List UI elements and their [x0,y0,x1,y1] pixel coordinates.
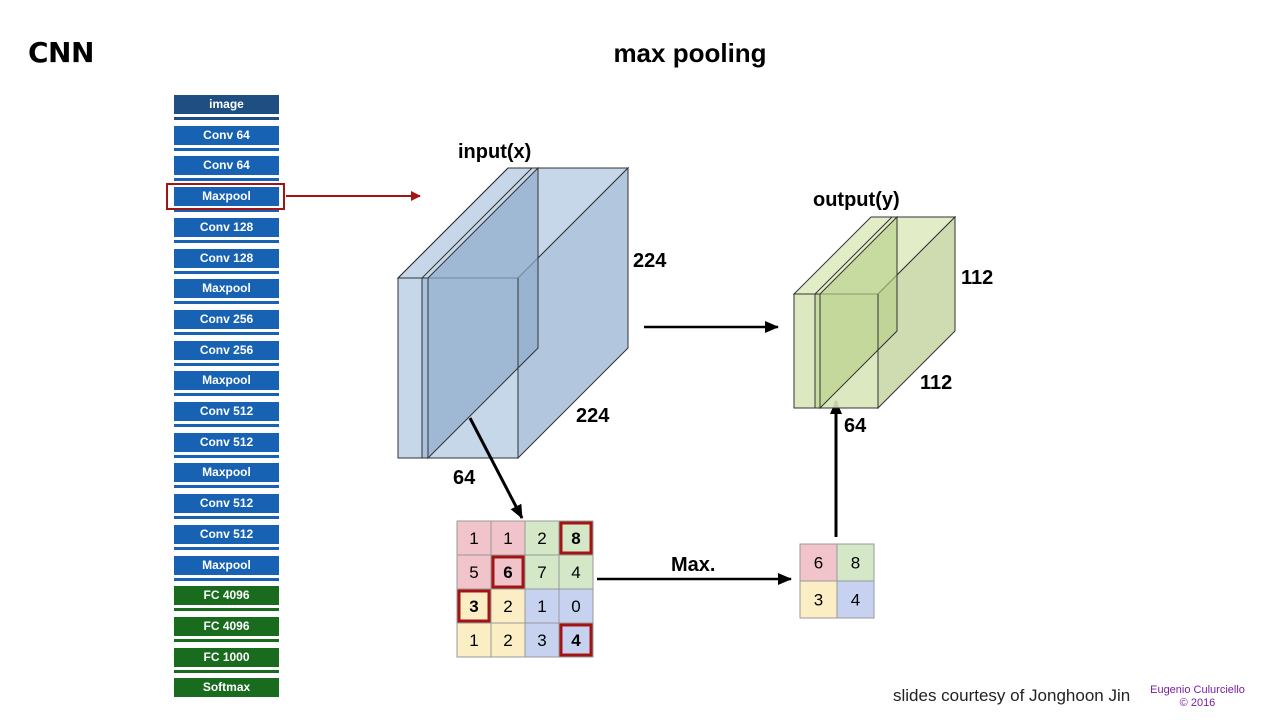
grid-value: 4 [851,591,860,610]
grid-value: 8 [571,529,580,548]
grid-cell [456,622,492,658]
grid-cell [558,622,594,658]
grid-value: 7 [537,563,546,582]
credit-text: slides courtesy of Jonghoon Jin [893,686,1131,705]
layer-conv-128: Conv 128 [174,217,279,243]
grid-cell [456,588,492,624]
maxpool-highlight-box [166,183,285,210]
layer-conv-512: Conv 512 [174,432,279,458]
max-cell-highlight [457,589,491,623]
slice-arrow [468,417,524,519]
grid-value: 1 [503,529,512,548]
grid-cell [799,580,838,619]
layer-image: image [174,95,279,120]
grid-value: 1 [469,631,478,650]
author-signature: Eugenio Culurciello © 2016 [1140,684,1255,710]
output-volume [792,215,957,410]
grid-value: 3 [469,597,478,616]
grid-value: 1 [537,597,546,616]
max-cell-highlight [559,623,593,657]
layer-fc-4096: FC 4096 [174,586,279,612]
grid-cell [558,588,594,624]
layer-conv-256: Conv 256 [174,309,279,335]
page-heading: max pooling [613,38,767,68]
grid-cell [799,543,838,582]
grid-cell [490,588,526,624]
input-volume-label: input(x) [458,141,531,163]
grid-cell [836,580,875,619]
layer-conv-128: Conv 128 [174,248,279,274]
layer-maxpool: Maxpool [174,187,279,213]
layer-conv-64: Conv 64 [174,156,279,182]
grid-value: 3 [814,591,823,610]
output-depth-label: 64 [844,415,867,437]
grid-value: 2 [503,597,512,616]
input-volume [396,166,630,460]
max-cell-highlight [559,521,593,555]
grid-value: 2 [503,631,512,650]
grid-value: 4 [571,631,581,650]
output-height-label: 112 [961,267,993,289]
grid-cell [524,588,560,624]
grid-value: 0 [571,597,580,616]
grid-value: 6 [814,554,823,573]
grid-cell [558,554,594,590]
grid-value: 8 [851,554,860,573]
layer-softmax: Softmax [174,678,279,698]
layer-conv-64: Conv 64 [174,125,279,151]
slide-title: CNN [28,36,94,69]
grid-value: 4 [571,563,580,582]
layer-maxpool: Maxpool [174,371,279,397]
layer-maxpool: Maxpool [174,555,279,581]
grid-value: 5 [469,563,478,582]
layer-fc-1000: FC 1000 [174,647,279,673]
input-depth-label: 64 [453,467,476,489]
layer-maxpool: Maxpool [174,463,279,489]
layer-maxpool: Maxpool [174,279,279,305]
layer-conv-512: Conv 512 [174,494,279,520]
grid-value: 6 [503,563,512,582]
max-cell-highlight [491,555,525,589]
max-operation-label: Max. [671,554,715,576]
layer-conv-512: Conv 512 [174,402,279,427]
output-volume-label: output(y) [813,189,900,211]
signature-year: © 2016 [1179,697,1216,709]
layer-fc-4096: FC 4096 [174,616,279,642]
grid-value: 1 [469,529,478,548]
layer-conv-512: Conv 512 [174,524,279,550]
input-grid: 1 1 2 8 5 6 7 4 3 2 1 0 1 2 3 4 [456,520,594,658]
input-width-label: 224 [576,405,610,427]
grid-cell [558,520,594,556]
grid-value: 3 [537,631,546,650]
signature-name: Eugenio Culurciello [1150,684,1245,696]
grid-value: 2 [537,529,546,548]
output-width-label: 112 [920,372,952,394]
layer-conv-256: Conv 256 [174,340,279,366]
grid-cell [456,554,492,590]
output-grid: 6 8 3 4 [799,543,875,619]
input-height-label: 224 [633,250,667,272]
grid-cell [456,520,492,556]
